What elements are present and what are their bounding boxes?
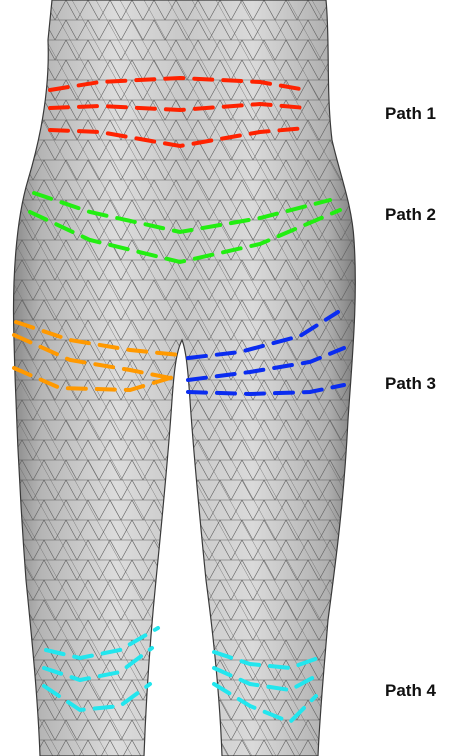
mesh-line (432, 0, 461, 756)
path-2-label: Path 2 (385, 205, 436, 225)
path-1-label: Path 1 (385, 104, 436, 124)
path-4-label: Path 4 (385, 681, 436, 701)
mesh-line (456, 0, 461, 756)
path-3-label: Path 3 (385, 374, 436, 394)
mesh-line (0, 0, 12, 756)
